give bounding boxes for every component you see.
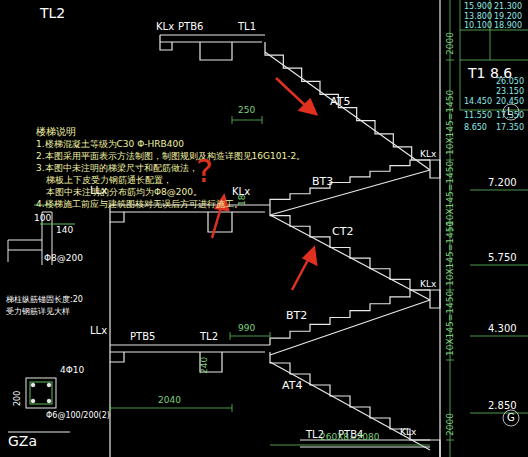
drawing-label: 2.850 (488, 401, 517, 411)
drawing-label: 4.300 (488, 324, 517, 334)
drawing-label: 10X145=1450 (446, 221, 455, 286)
red-markup (212, 78, 316, 290)
detail-sections (8, 205, 75, 432)
drawing-label: 梯柱纵筋锚固长度:20 (6, 296, 83, 304)
drawing-label: GZa (8, 434, 37, 448)
drawing-label: 2.本图采用平面表示方法制图，制图规则及构造详图见16G101-2。 (36, 152, 305, 161)
drawing-label: 10X145=1450 (446, 161, 455, 226)
drawing-label: 4.楼梯施工前应与建筑图核对无误后方可进行施工。 (36, 200, 243, 209)
drawing-label: 10X145=1450 (446, 291, 455, 356)
drawing-label: KLx (400, 428, 416, 437)
drawing-label: 250 (238, 106, 255, 115)
drawing-label: 100 (34, 214, 51, 223)
drawing-label: ? (196, 155, 213, 187)
drawing-label: TL2 (200, 332, 218, 342)
drawing-label: 18.900 (494, 22, 522, 30)
landings (110, 0, 440, 457)
drawing-label: 13.800 (464, 13, 492, 21)
drawing-label: PTB6 (178, 22, 203, 32)
drawing-label: 2040 (158, 396, 181, 405)
drawing-label: AT4 (282, 380, 302, 391)
drawing-label: 21.300 (494, 3, 522, 11)
drawing-label: 140 (56, 226, 73, 235)
drawing-label: TL2 (40, 6, 65, 20)
drawing-label: 7.200 (488, 178, 517, 188)
drawing-label: PTB5 (130, 332, 155, 342)
drawing-label: KLx (156, 22, 174, 32)
drawing-label: 梯板上下皮受力钢筋通长配置， (46, 176, 172, 185)
drawing-label: 26.050 (496, 78, 524, 86)
drawing-label: 本图中未注明的分布筋均为Φ8@200。 (46, 188, 202, 197)
drawing-label: 8.650 (464, 124, 487, 132)
drawing-label: 1.楼梯混凝土等级为C30 Φ-HRB400 (36, 140, 184, 149)
drawing-label: 19.200 (494, 13, 522, 21)
drawing-label: TL1 (238, 22, 256, 32)
stair-flights (265, 42, 430, 450)
drawing-label: LLx (90, 326, 107, 336)
drawing-label: 5.750 (488, 253, 517, 263)
drawing-label: 2000 (446, 32, 455, 55)
drawing-label: 200 (14, 391, 22, 406)
dimension-lines (110, 0, 528, 457)
drawing-label: 3.本图中未注明的梯梁尺寸和配筋做法， (36, 164, 198, 173)
drawing-label: Φ8@200 (44, 254, 83, 263)
drawing-label: 4Φ10 (60, 366, 84, 375)
drawing-label: 2000 (446, 413, 455, 436)
drawing-label: 240 (200, 357, 209, 374)
drawing-label: 15.900 (464, 3, 492, 11)
drawing-label: 17.350 (496, 112, 524, 120)
drawing-label: AT5 (330, 96, 350, 107)
drawing-label: 10.100 (464, 22, 492, 30)
drawing-label: 17.350 (496, 124, 524, 132)
drawing-label: KLx (420, 280, 436, 289)
drawing-label: 楼梯说明 (36, 127, 76, 137)
drawing-label: 990 (238, 324, 255, 333)
drawing-label: 11.550 (464, 112, 492, 120)
drawing-label: KLx (420, 150, 436, 159)
drawing-label: 受力钢筋详见大样 (6, 308, 70, 316)
drawing-label: BT3 (312, 176, 333, 187)
drawing-label: 20.450 (496, 98, 524, 106)
drawing-label: 260X8=2080 (320, 433, 380, 442)
drawing-label: 14.450 (464, 98, 492, 106)
drawing-label: Φ6@100/200(2) (46, 412, 110, 420)
drawing-label: BT2 (286, 310, 307, 321)
drawing-label: 23.150 (496, 88, 524, 96)
drawing-label: 10X145=1450 (446, 90, 455, 155)
drawing-label: G (507, 413, 515, 423)
drawing-label: CT2 (332, 226, 353, 237)
